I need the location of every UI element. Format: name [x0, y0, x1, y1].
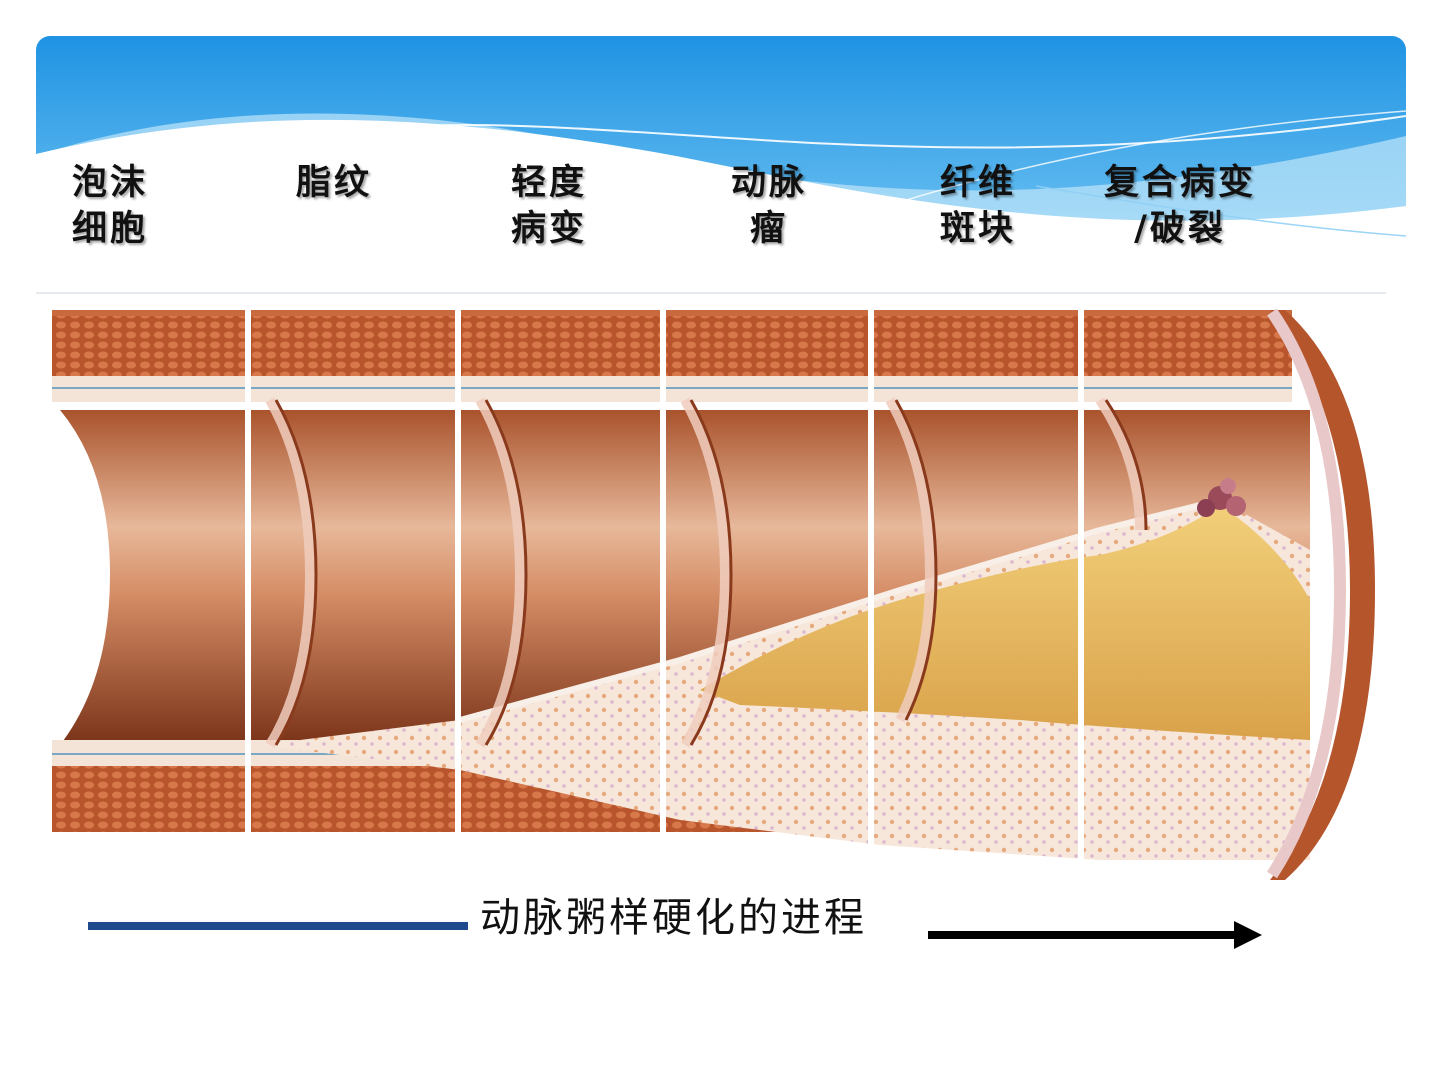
stage-label-line: 细胞: [72, 208, 149, 249]
progress-caption: 动脉粥样硬化的进程: [480, 895, 867, 941]
stage-label-line: 脂纹: [296, 162, 373, 203]
stage-label-line: 泡沫: [72, 162, 149, 203]
stage-label-line: 轻度: [511, 162, 588, 203]
stage-label-fibrous-plaque: 纤维 斑块: [940, 160, 1016, 252]
progress-line: [88, 922, 468, 930]
arrow-right-icon: [928, 921, 1262, 949]
artery-illustration: [40, 300, 1390, 890]
artery-cutaway-svg: [52, 306, 1375, 880]
header-divider: [36, 292, 1386, 294]
stage-label-mild-lesion: 轻度 病变: [511, 160, 587, 252]
stage-label-line: /破裂: [1134, 208, 1226, 249]
stage-label-line: 纤维: [940, 162, 1017, 203]
stage-label-line: 瘤: [750, 208, 789, 249]
stage-label-line: 动脉: [731, 162, 808, 203]
stage-label-line: 复合病变: [1104, 162, 1257, 203]
stage-label-complex-lesion: 复合病变 /破裂: [1104, 160, 1256, 252]
stage-label-foam-cells: 泡沫 细胞: [72, 160, 148, 252]
stage-label-fatty-streak: 脂纹: [296, 160, 372, 206]
stage-label-line: 斑块: [940, 208, 1017, 249]
header-wave-banner: [36, 36, 1406, 296]
stage-label-line: 病变: [511, 208, 588, 249]
rupture-thrombus: [1197, 478, 1246, 517]
wave-graphic: [36, 36, 1406, 296]
stage-label-atheroma: 动脉 瘤: [731, 160, 807, 252]
